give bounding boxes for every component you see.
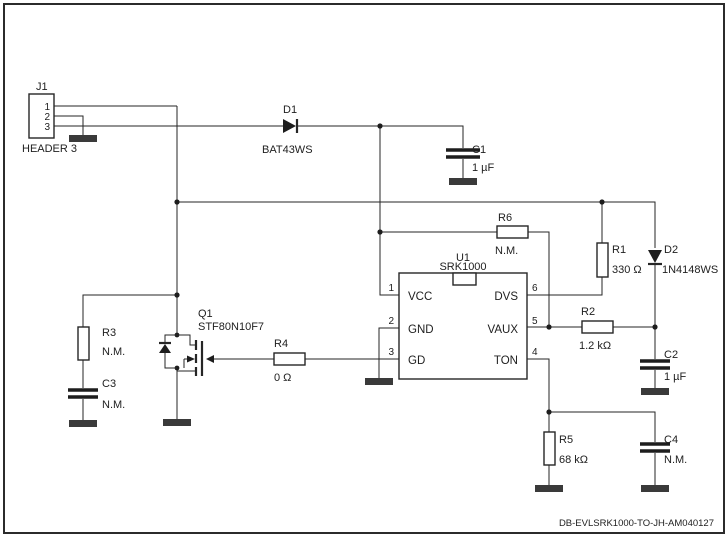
q1-value: STF80N10F7 xyxy=(198,321,264,333)
r1-value: 330 Ω xyxy=(612,264,642,276)
r5-ref: R5 xyxy=(559,434,573,446)
j1-pin2-number: 2 xyxy=(44,112,50,123)
c2-ref: C2 xyxy=(664,349,678,361)
capacitor-c1: C1 1 µF xyxy=(446,144,495,174)
resistor-r1: R1 330 Ω xyxy=(596,242,642,278)
ground-icon xyxy=(69,135,97,142)
substrate-arrow-icon xyxy=(187,355,195,363)
junction-dots xyxy=(174,123,658,415)
r5-value: 68 kΩ xyxy=(559,454,588,466)
resistor-r2: R2 1.2 kΩ xyxy=(579,306,614,352)
u1-ref: U1 xyxy=(456,252,470,264)
c1-value: 1 µF xyxy=(472,162,495,174)
gate-arrow-icon xyxy=(206,355,214,363)
c3-value: N.M. xyxy=(102,399,125,411)
r3-value: N.M. xyxy=(102,346,125,358)
d2-value: 1N4148WS xyxy=(662,264,718,276)
diode-icon xyxy=(648,250,662,263)
q1-ref: Q1 xyxy=(198,308,213,320)
diode-d1: D1 BAT43WS xyxy=(262,104,313,156)
c4-ref: C4 xyxy=(664,434,678,446)
j1-pin3-number: 3 xyxy=(44,122,50,133)
c3-ref: C3 xyxy=(102,378,116,390)
c2-value: 1 µF xyxy=(664,371,687,383)
ground-icon xyxy=(69,420,97,427)
r6-value: N.M. xyxy=(495,245,518,257)
ground-icon xyxy=(449,178,477,185)
u1-pin4-number: 4 xyxy=(532,347,538,358)
capacitor-c3: C3 N.M. xyxy=(68,378,125,411)
resistor-r3: R3 N.M. xyxy=(77,326,125,361)
ground-symbols xyxy=(69,135,669,492)
j1-ref: J1 xyxy=(36,81,48,93)
u1-part: SRK1000 xyxy=(439,261,486,273)
ic-u1: U1 SRK1000 VCC GND GD DVS VAUX TON 1 2 3… xyxy=(388,252,538,380)
r3-ref: R3 xyxy=(102,327,116,339)
resistor-r4: R4 0 Ω xyxy=(273,338,306,384)
u1-pin2-number: 2 xyxy=(388,316,394,327)
ground-icon xyxy=(365,378,393,385)
d2-ref: D2 xyxy=(664,244,678,256)
mosfet-q1: Q1 STF80N10F7 xyxy=(159,308,264,376)
u1-pin-vcc: VCC xyxy=(408,291,432,303)
r4-ref: R4 xyxy=(274,338,288,350)
u1-pin-ton: TON xyxy=(494,355,518,367)
r2-value: 1.2 kΩ xyxy=(579,340,611,352)
sheet-border xyxy=(3,3,725,534)
resistor-r6: R6 N.M. xyxy=(495,212,529,257)
ground-icon xyxy=(535,485,563,492)
u1-pin-dvs: DVS xyxy=(494,291,518,303)
c4-value: N.M. xyxy=(664,454,687,466)
ground-icon xyxy=(641,485,669,492)
r4-value: 0 Ω xyxy=(274,372,291,384)
u1-pin6-number: 6 xyxy=(532,283,538,294)
body-diode-icon xyxy=(159,344,171,353)
u1-pin-vaux: VAUX xyxy=(488,324,519,336)
u1-pin5-number: 5 xyxy=(532,316,538,327)
capacitor-c4: C4 N.M. xyxy=(640,434,687,466)
c1-ref: C1 xyxy=(472,144,486,156)
u1-pin-gd: GD xyxy=(408,355,425,367)
u1-pin-gnd: GND xyxy=(408,324,434,336)
ground-icon xyxy=(163,419,191,426)
r1-ref: R1 xyxy=(612,244,626,256)
capacitor-c2: C2 1 µF xyxy=(640,349,687,383)
connector-j1: J1 1 2 3 HEADER 3 xyxy=(22,81,77,155)
u1-pin1-number: 1 xyxy=(388,283,394,294)
resistor-r5: R5 68 kΩ xyxy=(543,431,588,466)
d1-value: BAT43WS xyxy=(262,144,313,156)
diode-icon xyxy=(283,119,296,133)
r2-ref: R2 xyxy=(581,306,595,318)
document-number: DB-EVLSRK1000-TO-JH-AM040127 xyxy=(559,518,714,529)
ground-icon xyxy=(641,388,669,395)
d1-ref: D1 xyxy=(283,104,297,116)
wire-net xyxy=(54,105,656,485)
j1-pin1-number: 1 xyxy=(44,102,50,113)
j1-value: HEADER 3 xyxy=(22,143,77,155)
diode-d2: D2 1N4148WS xyxy=(648,244,718,276)
r6-ref: R6 xyxy=(498,212,512,224)
u1-pin3-number: 3 xyxy=(388,347,394,358)
